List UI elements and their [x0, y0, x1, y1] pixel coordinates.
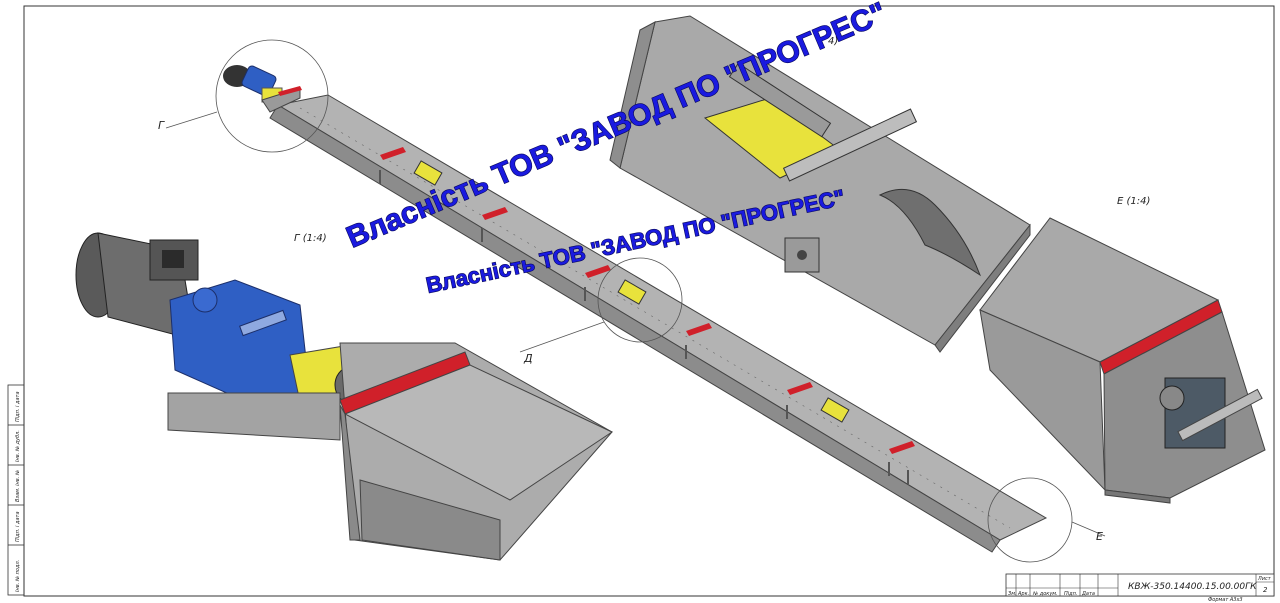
- leader-line-d: [519, 321, 605, 353]
- leader-label-d: Д: [523, 352, 533, 365]
- side-stamp-cell: Інв. № дубл.: [15, 430, 21, 462]
- sheet-frame: [23, 5, 1275, 597]
- detail-circle-d: [597, 257, 683, 343]
- title-block-column: Арк.: [1017, 591, 1029, 597]
- title-block: Зм. Арк. № докум. Підп. Дата КВЖ-350.144…: [1005, 573, 1275, 603]
- inspection-hatch: [820, 397, 850, 423]
- format-label: Формат А3х3: [1208, 597, 1243, 603]
- sheet-label: Лист: [1257, 576, 1272, 582]
- side-stamp-cell: Підп. і дата: [15, 391, 21, 422]
- view-label-fragment: 4): [828, 36, 838, 47]
- conveyor-trough: [269, 94, 1048, 553]
- view-label-e: Е (1:4): [1117, 196, 1150, 207]
- side-stamp: Підп. і дата Інв. № дубл. Взам. інв. № П…: [7, 384, 25, 596]
- title-block-column: Підп.: [1064, 591, 1077, 597]
- detail-g-view: [609, 15, 1031, 353]
- leader-line-e: [1071, 521, 1106, 537]
- title-block-column: Зм.: [1008, 591, 1017, 597]
- side-stamp-cell: Підп. і дата: [15, 511, 21, 542]
- inspection-hatch: [413, 160, 443, 186]
- leader-label-e: Е: [1096, 530, 1103, 543]
- detail-circle-g: [215, 39, 329, 153]
- leader-label-g: Г: [158, 119, 165, 132]
- view-label-g: Г (1:4): [294, 233, 327, 244]
- leader-line-g: [165, 111, 218, 129]
- title-block-column: № докум.: [1032, 591, 1058, 597]
- sheet-number: 2: [1263, 586, 1268, 594]
- intake-hopper: [167, 342, 614, 561]
- side-stamp-cell: Інв. № подл.: [15, 560, 21, 592]
- small-drive-unit: [223, 65, 302, 113]
- side-stamp-cell: Взам. інв. №: [15, 470, 21, 502]
- drawing-designation: КВЖ-350.14400.15.00.00ГК: [1128, 582, 1257, 592]
- detail-circle-e: [987, 477, 1073, 563]
- inspection-hatch: [617, 279, 647, 305]
- title-block-column: Дата: [1081, 591, 1095, 597]
- drive-unit: [75, 232, 376, 406]
- detail-e-view: [979, 217, 1266, 504]
